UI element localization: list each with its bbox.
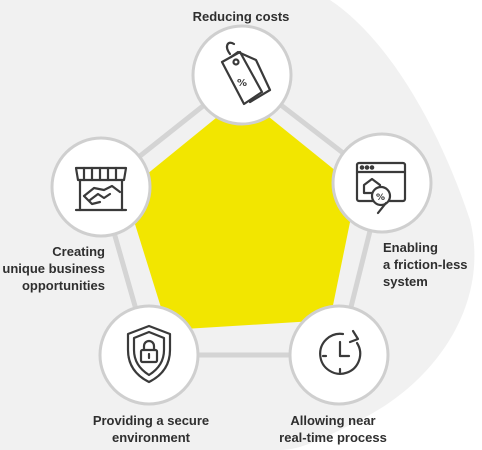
label-reducing-costs: Reducing costs [192, 9, 290, 24]
handshake-store-icon [74, 166, 128, 212]
clock-refresh-icon [319, 329, 362, 375]
label-real-time-process: Allowing near real-time process [279, 413, 387, 445]
label-friction-less-system: Enabling a friction-less system [383, 240, 468, 289]
node-circle-top [191, 24, 293, 126]
svg-text:%: % [237, 78, 247, 89]
yellow-pentagon [125, 96, 357, 330]
label-business-opportunities: Creating unique business opportunities [2, 244, 105, 293]
web-discount-icon: % [355, 161, 407, 215]
price-tag-icon: % [220, 41, 272, 106]
node-circle-left [50, 136, 152, 238]
node-circle-right [331, 132, 433, 234]
svg-text:%: % [376, 193, 385, 203]
shield-lock-icon [126, 324, 172, 384]
label-secure-environment: Providing a secure environment [92, 413, 210, 445]
